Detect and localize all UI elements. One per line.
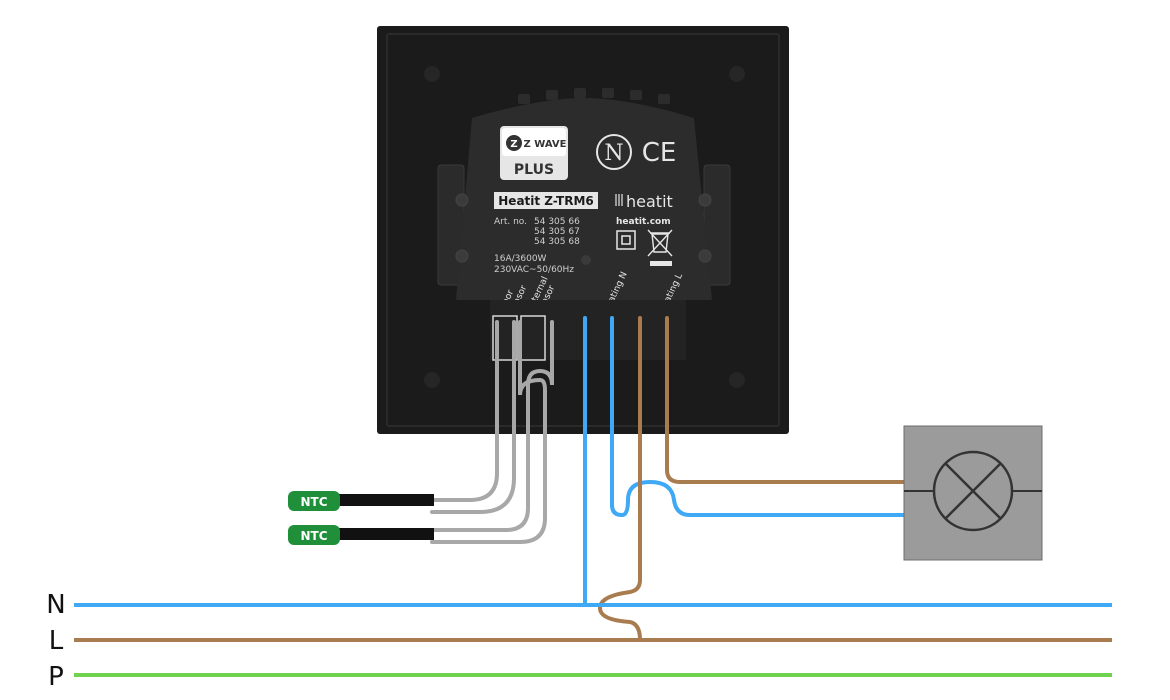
- zwave-plus-logo: Z Z WAVE PLUS: [500, 126, 568, 180]
- module-screws: [455, 193, 712, 263]
- ntc-label-1: NTC: [300, 495, 327, 509]
- ntc-sensor-2: NTC: [288, 525, 434, 545]
- mains-label-n: N: [46, 590, 65, 620]
- mains-label-l: L: [49, 626, 64, 656]
- terminal-block: [490, 300, 686, 360]
- certification-marks: N CE: [596, 134, 677, 170]
- model-label-bg: [494, 192, 598, 209]
- neutral-wires: [583, 316, 907, 607]
- rating-current: 16A/3600W: [494, 254, 547, 264]
- ntc-sensor-1: NTC: [288, 491, 434, 511]
- art-number-2: 54 305 67: [534, 227, 580, 237]
- model-name: Heatit Z-TRM6: [498, 194, 593, 208]
- sensor-wires: [430, 320, 554, 544]
- module-teeth: [518, 88, 670, 104]
- ce-mark: CE: [642, 138, 677, 168]
- art-number-label: Art. no.: [494, 217, 527, 227]
- svg-text:Z: Z: [510, 139, 517, 150]
- n-mark: N: [604, 141, 623, 166]
- brand-name: heatit: [626, 192, 673, 211]
- lamp-icon: [932, 450, 1014, 532]
- live-wires: [597, 316, 907, 642]
- art-number-1: 54 305 66: [534, 217, 580, 227]
- heating-load-box: [903, 425, 1043, 561]
- zwave-plus-text: PLUS: [514, 162, 554, 178]
- plate-mounting-holes: [424, 66, 745, 388]
- brand-website: heatit.com: [616, 217, 671, 227]
- ntc-label-2: NTC: [300, 529, 327, 543]
- zwave-badge-text: Z WAVE: [524, 139, 567, 150]
- mains-label-p: P: [48, 662, 64, 692]
- weee-bin-icon: [647, 229, 673, 266]
- rating-voltage: 230VAC~50/60Hz: [494, 265, 574, 275]
- heatit-logo: heatit: [615, 192, 673, 211]
- art-number-3: 54 305 68: [534, 237, 580, 247]
- module-hole: [581, 255, 591, 265]
- double-insulation-icon: [616, 230, 636, 250]
